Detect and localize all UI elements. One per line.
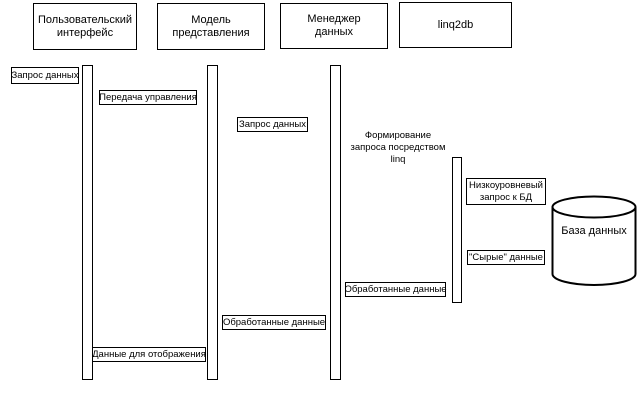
database-cylinder-icon bbox=[551, 195, 637, 286]
actor-box-view-model: Модель представления bbox=[157, 3, 265, 50]
actor-box-user-interface: Пользовательский интерфейс bbox=[33, 3, 137, 50]
database-label: База данных bbox=[561, 225, 627, 237]
message-label-linq-query-formation: Формирование запроса посредством linq bbox=[347, 128, 449, 168]
message-label-processed-data-1: Обработанные данные bbox=[344, 282, 447, 297]
message-label-raw-data: "Сырые" данные bbox=[467, 250, 545, 265]
message-label-processed-data-2: Обработанные данные bbox=[222, 315, 326, 330]
activation-bar-view-model bbox=[207, 65, 218, 380]
message-label-low-level-db-request: Низкоуровневый запрос к БД bbox=[466, 178, 546, 205]
message-label-data-request-1: Запрос данных bbox=[11, 67, 79, 84]
activation-bar-user-interface bbox=[82, 65, 93, 380]
message-label-data-for-display: Данные для отображения bbox=[92, 347, 206, 362]
message-label-data-request-2: Запрос данных bbox=[237, 117, 308, 132]
activation-bar-linq2db bbox=[452, 157, 462, 303]
message-label-control-transfer: Передача управления bbox=[99, 90, 197, 105]
activation-bar-data-manager bbox=[330, 65, 341, 380]
actor-box-linq2db: linq2db bbox=[399, 2, 512, 48]
actor-box-data-manager: Менеджер данных bbox=[280, 3, 388, 49]
